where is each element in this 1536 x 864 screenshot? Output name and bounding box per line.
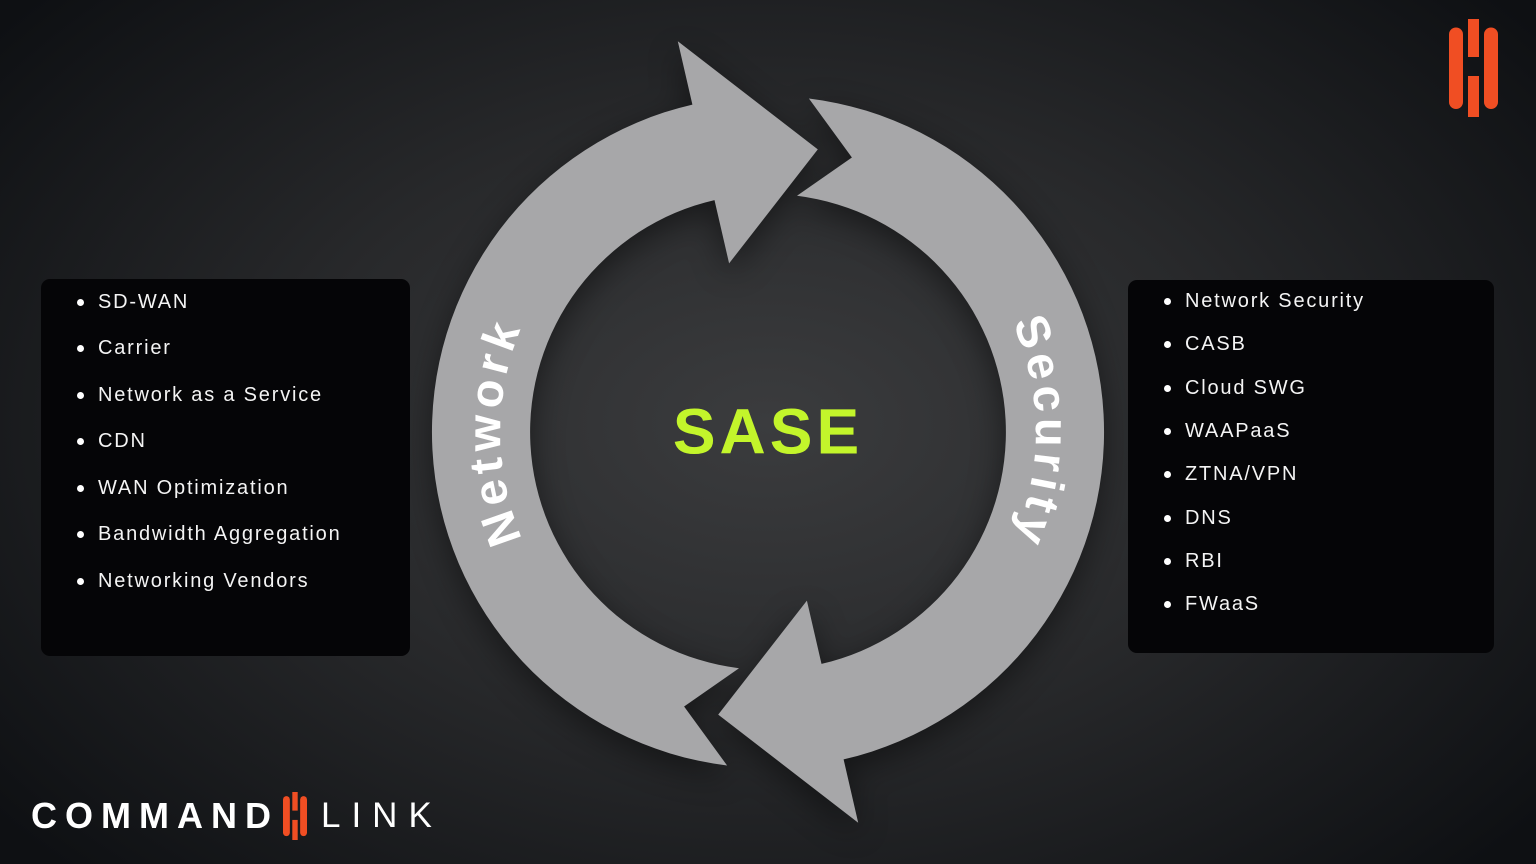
bullet-dot: [1164, 514, 1171, 522]
list-item-label: Cloud SWG: [1185, 376, 1307, 399]
cycle-arrows: [431, 41, 1105, 823]
list-item-label: SD-WAN: [98, 290, 190, 313]
list-item-label: Bandwidth Aggregation: [98, 523, 342, 546]
bullet-dot: [1164, 471, 1171, 479]
bullet-dot: [1164, 298, 1171, 306]
list-item: RBI: [1164, 540, 1484, 583]
network-arrow: [431, 41, 818, 766]
bullet-dot: [77, 298, 84, 306]
sase-title: SASE: [672, 395, 864, 468]
list-item-label: WAAPaaS: [1185, 420, 1292, 443]
list-item: Carrier: [77, 326, 400, 373]
list-item-label: Carrier: [98, 337, 172, 360]
list-item-label: CDN: [98, 430, 147, 453]
commandlink-h-icon: [1449, 19, 1498, 117]
list-item-label: FWaaS: [1185, 593, 1260, 616]
list-item: FWaaS: [1164, 583, 1484, 626]
list-item-label: CASB: [1185, 333, 1247, 356]
bullet-dot: [1164, 557, 1171, 565]
list-item: Bandwidth Aggregation: [77, 512, 400, 559]
list-item: Networking Vendors: [77, 558, 400, 605]
bullet-dot: [77, 438, 84, 446]
list-item: Cloud SWG: [1164, 367, 1484, 410]
list-item: ZTNA/VPN: [1164, 453, 1484, 496]
commandlink-logo: COMMAND LINK: [31, 792, 443, 840]
bullet-dot: [1164, 428, 1171, 436]
bullet-dot: [77, 391, 84, 399]
bullet-dot: [1164, 384, 1171, 392]
network-services-list: SD-WAN Carrier Network as a Service CDN …: [41, 279, 410, 605]
commandlink-h-icon: [282, 792, 307, 840]
list-item-label: ZTNA/VPN: [1185, 463, 1299, 486]
network-services-box: SD-WAN Carrier Network as a Service CDN …: [41, 279, 410, 656]
list-item: SD-WAN: [77, 279, 400, 326]
list-item-label: Network Security: [1185, 290, 1365, 313]
bullet-dot: [77, 484, 84, 492]
brand-link-text: LINK: [320, 796, 443, 835]
list-item-label: Network as a Service: [98, 383, 323, 406]
list-item: CDN: [77, 419, 400, 466]
bullet-dot: [77, 345, 84, 353]
bullet-dot: [77, 531, 84, 539]
list-item-label: WAN Optimization: [98, 476, 290, 499]
brand-command-text: COMMAND: [31, 795, 279, 836]
security-services-list: Network Security CASB Cloud SWG WAAPaaS …: [1128, 280, 1494, 626]
bullet-dot: [77, 577, 84, 585]
security-arrow: [718, 98, 1105, 823]
list-item: Network Security: [1164, 280, 1484, 323]
list-item: CASB: [1164, 323, 1484, 366]
list-item: WAAPaaS: [1164, 410, 1484, 453]
bullet-dot: [1164, 341, 1171, 349]
list-item: Network as a Service: [77, 372, 400, 419]
list-item: WAN Optimization: [77, 465, 400, 512]
bullet-dot: [1164, 601, 1171, 609]
list-item-label: RBI: [1185, 549, 1224, 572]
list-item-label: Networking Vendors: [98, 569, 310, 592]
list-item-label: DNS: [1185, 506, 1233, 529]
security-services-box: Network Security CASB Cloud SWG WAAPaaS …: [1128, 280, 1494, 653]
list-item: DNS: [1164, 496, 1484, 539]
